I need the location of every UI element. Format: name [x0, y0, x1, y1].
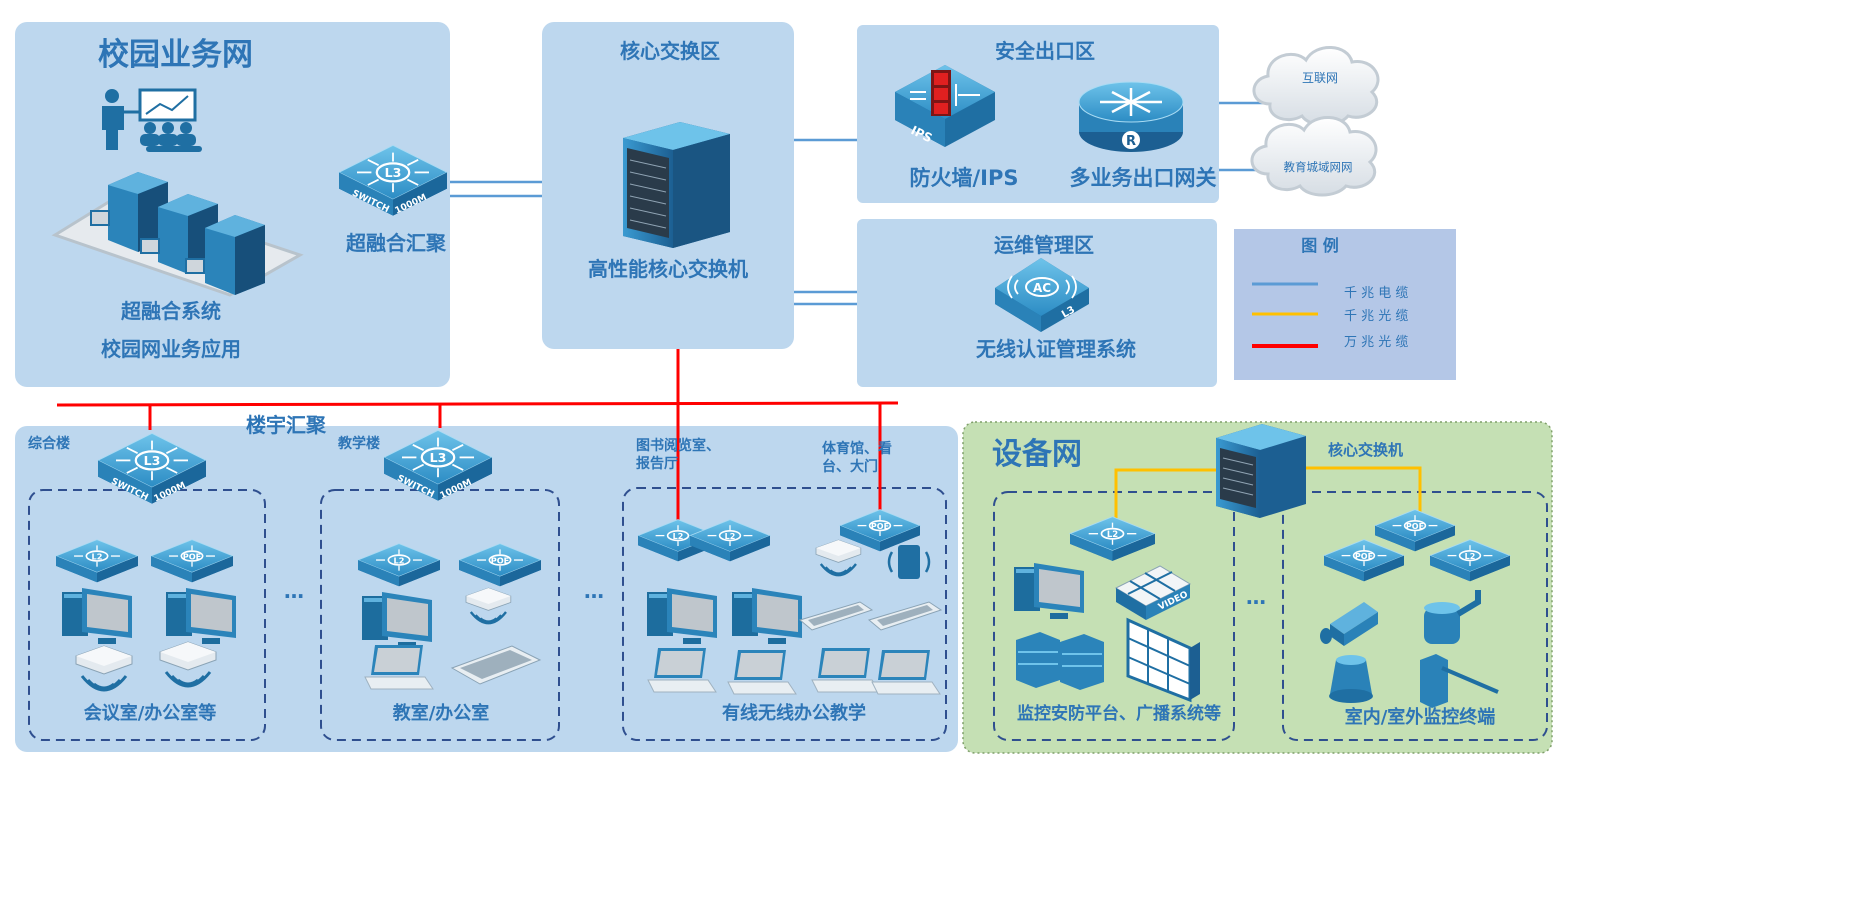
legend-label-fiber: 千 兆 光 缆 [1344, 308, 1408, 324]
core-switch-label: 高性能核心交换机 [588, 257, 748, 281]
core-switch-chassis [623, 122, 730, 248]
svg-text:POE: POE [1406, 522, 1424, 531]
svg-text:互联网: 互联网 [1302, 71, 1338, 85]
gym-label-line2: 台、大门 [822, 458, 878, 475]
svg-text:POE: POE [491, 555, 510, 565]
ptz-camera-icon [1329, 655, 1373, 703]
device-network-panel [962, 421, 1553, 754]
zonghe-zone [28, 489, 266, 741]
video-wall-icon: VIDEO [1114, 565, 1192, 620]
monitor-terminal-zone [1282, 491, 1548, 741]
library-gym-zone [622, 487, 947, 741]
legend-title: 图 例 [1301, 236, 1339, 255]
svg-text:L2: L2 [92, 551, 103, 561]
display-grid-icon [1126, 617, 1200, 703]
monitor-platform-zone [993, 491, 1235, 741]
monitor-terminals-label: 室内/室外监控终端 [1345, 706, 1496, 728]
edu-metro-cloud: 教育城域网网 [1250, 116, 1378, 197]
device-core-switch [1216, 424, 1306, 518]
svg-text:L2: L2 [394, 555, 405, 565]
security-zone-title: 安全出口区 [995, 39, 1095, 63]
device-core-switch-label: 核心交换机 [1328, 441, 1403, 459]
gigabit-fiber-links [1114, 466, 1422, 520]
wireless-auth-label: 无线认证管理系统 [976, 337, 1136, 361]
svg-text:POE: POE [1355, 552, 1373, 561]
zonghe-l2-switch: L2 [55, 538, 139, 584]
device-network-title: 设备网 [992, 437, 1082, 472]
gym-label-line1: 体育馆、看 [822, 440, 892, 457]
campus-business-title: 校园业务网 [98, 37, 253, 73]
jiaoxue-tablet [450, 645, 542, 685]
legend-panel [1234, 229, 1456, 380]
meeting-room-label: 会议室/办公室等 [84, 702, 217, 724]
ops-zone-title: 运维管理区 [994, 233, 1094, 257]
zone-separator-dots-2: … [584, 579, 604, 603]
zonghe-label: 综合楼 [28, 435, 70, 452]
svg-text:L3: L3 [430, 450, 447, 465]
terminal-poe-switch-2: POE [1323, 538, 1405, 583]
building-aggregation-title: 楼宇汇聚 [246, 413, 327, 437]
bullet-camera-icon [1320, 602, 1378, 646]
device-separator-dots: … [1246, 585, 1266, 609]
internet-cloud: 互联网 [1252, 46, 1380, 127]
firewall-ips-icon: IPS [895, 65, 995, 147]
svg-text:L2: L2 [673, 532, 684, 541]
classroom-label: 教室/办公室 [393, 702, 490, 724]
dome-camera-icon [1424, 590, 1481, 644]
library-label-line1: 图书阅览室、 [636, 437, 720, 454]
library-label-line2: 报告厅 [636, 455, 678, 472]
svg-text:L2: L2 [1465, 552, 1476, 561]
monitor-platform-label: 监控安防平台、广播系统等 [1017, 703, 1221, 724]
library-l2-switch-2: L2 [689, 518, 771, 563]
outdoor-ap-icon [887, 545, 931, 579]
hci-servers-icon [51, 172, 304, 297]
zone-separator-dots-1: … [284, 579, 304, 603]
hci-system-label: 超融合系统 [120, 299, 221, 323]
svg-text:L2: L2 [725, 532, 736, 541]
svg-text:POE: POE [871, 522, 889, 531]
jiaoxue-poe-switch: POE [458, 542, 542, 588]
campus-apps-label: 校园网业务应用 [101, 337, 241, 361]
gym-poe-switch: POE [839, 508, 921, 553]
gigabit-copper-links [450, 101, 1266, 306]
terminal-l2-switch: L2 [1429, 538, 1511, 583]
ac-controller-icon: AC L3 [995, 258, 1089, 332]
legend-label-copper: 千 兆 电 缆 [1344, 285, 1408, 301]
jiaoxue-l2-switch: L2 [357, 542, 441, 588]
core-zone-title: 核心交换区 [620, 39, 720, 63]
jiaoxue-label: 教学楼 [338, 435, 380, 452]
svg-text:L3: L3 [385, 165, 402, 180]
legend-label-10g: 万 兆 光 缆 [1344, 334, 1408, 350]
firewall-label: 防火墙/IPS [910, 166, 1019, 190]
10g-fiber-links [56, 349, 899, 520]
router-gateway-icon: R [1078, 81, 1184, 152]
library-l2-switch-1: L2 [637, 518, 719, 563]
storage-array-icon [1016, 632, 1104, 690]
svg-text:AC: AC [1033, 281, 1051, 295]
monitor-l2-switch: L2 [1069, 515, 1156, 562]
hci-aggregation-label: 超融合汇聚 [345, 231, 447, 255]
presentation-icon [102, 88, 202, 152]
zonghe-poe-switch: POE [150, 538, 234, 584]
terminal-poe-switch-1: POE [1374, 508, 1456, 553]
svg-text:教育城域网网: 教育城域网网 [1284, 160, 1353, 174]
svg-text:L3: L3 [144, 453, 161, 468]
svg-text:POE: POE [183, 551, 202, 561]
gateway-label: 多业务出口网关 [1070, 166, 1217, 190]
wired-wireless-label: 有线无线办公教学 [722, 702, 866, 724]
svg-text:R: R [1126, 134, 1136, 149]
svg-text:L2: L2 [1107, 530, 1118, 540]
barrier-gate-icon [1420, 654, 1499, 708]
